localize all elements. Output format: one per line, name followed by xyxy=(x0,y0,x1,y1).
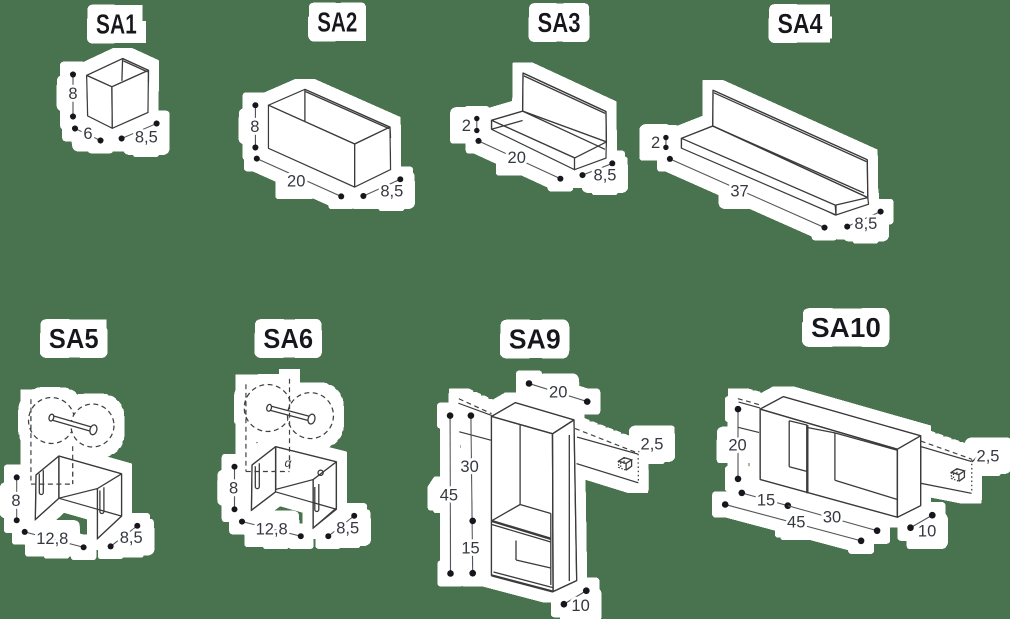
svg-text:37: 37 xyxy=(730,183,748,201)
svg-text:10: 10 xyxy=(918,523,936,541)
svg-text:8: 8 xyxy=(11,492,20,510)
svg-text:30: 30 xyxy=(823,509,841,527)
svg-text:SA3: SA3 xyxy=(538,7,581,38)
svg-text:8: 8 xyxy=(229,480,238,498)
svg-text:SA5: SA5 xyxy=(49,323,99,354)
svg-text:8,5: 8,5 xyxy=(135,129,158,147)
svg-text:SA4: SA4 xyxy=(778,8,824,39)
svg-text:20: 20 xyxy=(728,437,746,455)
svg-text:8: 8 xyxy=(250,118,259,136)
svg-text:8,5: 8,5 xyxy=(336,520,359,538)
svg-text:20: 20 xyxy=(549,384,567,402)
svg-text:45: 45 xyxy=(440,487,458,505)
svg-text:SA10: SA10 xyxy=(811,312,881,343)
svg-text:45: 45 xyxy=(787,514,805,532)
svg-text:SA2: SA2 xyxy=(317,7,357,38)
svg-text:SA6: SA6 xyxy=(263,323,313,354)
svg-text:2,5: 2,5 xyxy=(641,436,664,454)
svg-text:15: 15 xyxy=(757,492,775,510)
svg-text:8,5: 8,5 xyxy=(854,215,877,233)
svg-text:6: 6 xyxy=(83,125,92,143)
svg-text:2: 2 xyxy=(651,134,660,152)
svg-text:8,5: 8,5 xyxy=(380,182,403,200)
svg-text:20: 20 xyxy=(287,173,305,191)
svg-text:SA9: SA9 xyxy=(509,324,561,355)
svg-text:2: 2 xyxy=(462,117,471,135)
svg-text:8: 8 xyxy=(68,85,77,103)
svg-text:8,5: 8,5 xyxy=(594,167,617,185)
svg-text:10: 10 xyxy=(571,597,589,615)
svg-text:12,8: 12,8 xyxy=(256,521,288,539)
svg-text:15: 15 xyxy=(461,540,479,558)
svg-text:α: α xyxy=(284,456,292,470)
svg-text:8,5: 8,5 xyxy=(120,529,143,547)
svg-text:2,5: 2,5 xyxy=(977,448,1000,466)
svg-text:20: 20 xyxy=(508,149,526,167)
svg-text:SA1: SA1 xyxy=(96,9,137,40)
svg-text:12,8: 12,8 xyxy=(36,530,68,548)
svg-text:30: 30 xyxy=(460,458,478,476)
